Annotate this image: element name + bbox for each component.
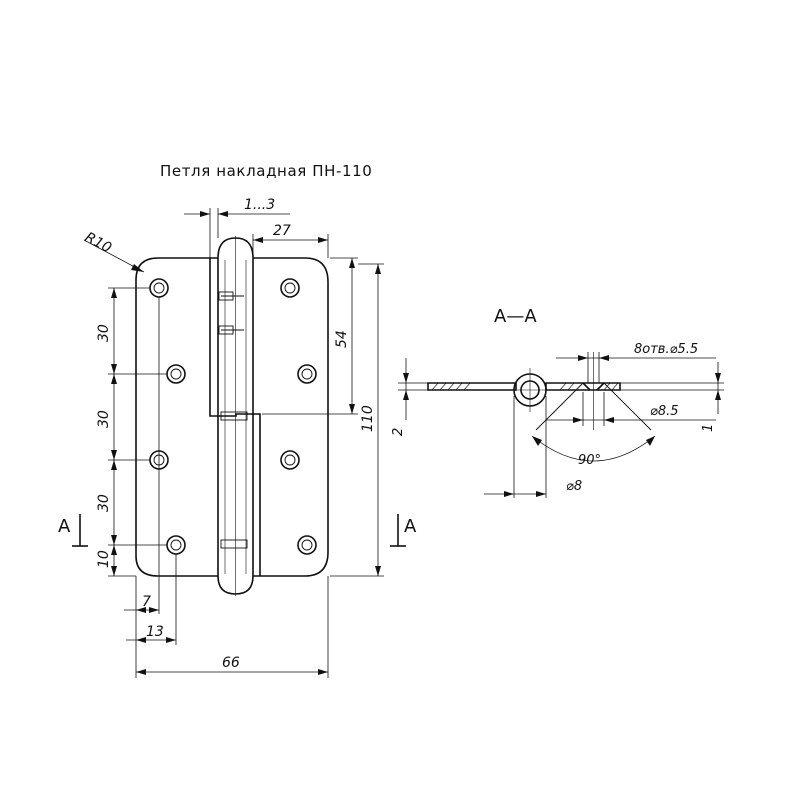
knuckle-tube	[217, 237, 254, 595]
screw-hole	[297, 364, 317, 384]
knuckle-segments	[218, 291, 248, 549]
dim-30-bottom: 30	[96, 494, 112, 512]
section-mark-left: A	[58, 516, 71, 537]
dim-angle: 90°	[578, 453, 601, 468]
right-plate-outline	[253, 257, 329, 577]
screw-hole	[280, 278, 300, 298]
screw-hole	[280, 450, 300, 470]
screw-hole	[166, 364, 186, 384]
section-label: A—A	[494, 306, 537, 327]
dim-10: 10	[96, 550, 112, 568]
front-dimensions: 1...3 27 R10 54 110	[58, 197, 417, 678]
dim-54: 54	[334, 330, 350, 348]
dim-66: 66	[222, 655, 240, 671]
dim-d85: ⌀8.5	[650, 404, 679, 419]
dim-holes: 8отв.⌀5.5	[634, 342, 698, 357]
dim-1: 1	[701, 424, 716, 432]
screw-hole	[149, 278, 169, 298]
dim-gap: 1...3	[244, 197, 275, 213]
drawing-title: Петля накладная ПН-110	[160, 162, 373, 180]
dim-7: 7	[142, 594, 151, 610]
hinge-front-view	[135, 236, 329, 596]
dim-thickness: 2	[391, 428, 406, 436]
dim-110: 110	[360, 405, 376, 432]
dim-30-top: 30	[96, 324, 112, 342]
dim-30-mid: 30	[96, 410, 112, 428]
dim-d8: ⌀8	[566, 479, 582, 494]
section-hatching	[431, 382, 619, 391]
knuckle-split	[209, 258, 261, 576]
section-view: A—A 8отв.⌀5.5	[391, 306, 724, 498]
dim-13: 13	[146, 624, 164, 640]
screw-hole	[297, 535, 317, 555]
section-mark-right: A	[404, 516, 417, 537]
dim-r10: R10	[82, 229, 114, 256]
left-plate-outline	[135, 257, 218, 577]
screw-hole	[166, 535, 186, 555]
dim-27: 27	[273, 223, 291, 239]
